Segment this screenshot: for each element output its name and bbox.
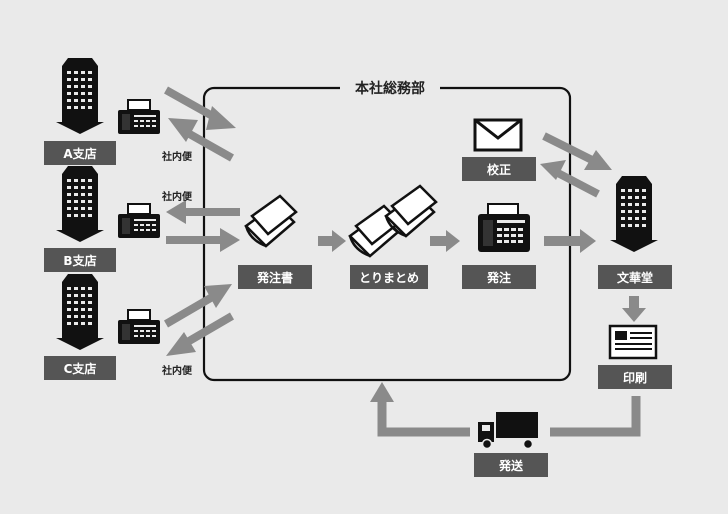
- branch-c-return-arrow: [166, 332, 196, 356]
- envelope-icon: [473, 118, 523, 152]
- proof-to-vendor-arrow: [584, 150, 612, 170]
- branch-c-building-icon: [56, 274, 104, 350]
- compile-papers-right-icon: [384, 184, 438, 238]
- internal-mail-label-a: 社内便: [162, 152, 192, 163]
- vendor-label: 文華堂: [598, 265, 672, 289]
- truck-icon: [478, 412, 538, 450]
- branch-c-send-arrow: [204, 284, 232, 308]
- printed-document-icon: [608, 324, 658, 360]
- branch-a-send-arrow: [206, 106, 236, 130]
- compile-label: とりまとめ: [350, 265, 428, 289]
- headquarters-title: 本社総務部: [340, 78, 440, 98]
- branch-c-fax-icon: [117, 309, 161, 345]
- branch-b-building-icon: [56, 166, 104, 242]
- vendor-building-icon: [610, 176, 658, 252]
- branch-b-return-arrow: [166, 200, 186, 224]
- internal-mail-label-b: 社内便: [162, 192, 192, 203]
- delivery-return-arrow: [370, 382, 394, 402]
- delivery-label: 発送: [474, 453, 548, 477]
- branch-b-send-arrow: [220, 228, 240, 252]
- flow-arrow-2: [446, 230, 460, 252]
- branch-a-fax-icon: [117, 99, 161, 135]
- branch-a-return-arrow: [168, 118, 198, 142]
- print-label: 印刷: [598, 365, 672, 389]
- proof-return-arrow: [540, 160, 566, 180]
- order-fax-icon: [478, 203, 530, 252]
- branch-b-label: B支店: [44, 248, 116, 272]
- branch-c-label: C支店: [44, 356, 116, 380]
- order-label: 発注: [462, 265, 536, 289]
- vendor-to-print-arrow: [622, 308, 646, 322]
- order-form-label: 発注書: [238, 265, 312, 289]
- branch-a-building-icon: [56, 58, 104, 134]
- proofread-label: 校正: [462, 157, 536, 181]
- branch-a-label: A支店: [44, 141, 116, 165]
- internal-mail-label-c: 社内便: [162, 366, 192, 377]
- order-to-vendor-arrow: [580, 229, 596, 253]
- order-form-papers-icon: [244, 194, 298, 248]
- branch-b-fax-icon: [117, 203, 161, 239]
- flow-arrow-1: [332, 230, 346, 252]
